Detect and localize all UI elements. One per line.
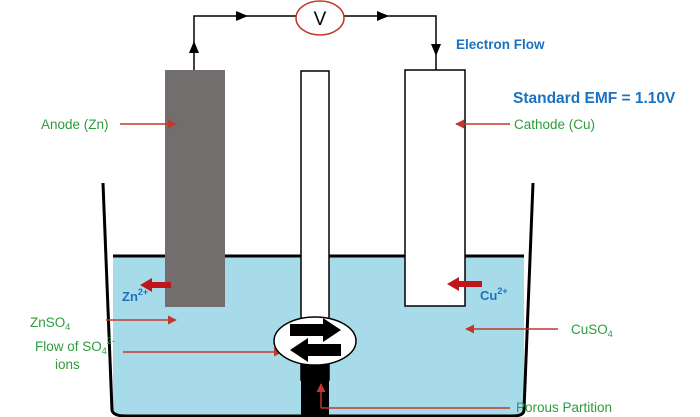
cuso4-main: CuSO	[571, 322, 608, 337]
wire-arrow-right-1	[236, 11, 248, 21]
flow-label-sup: 2-	[107, 336, 115, 346]
cuso4-label: CuSO4	[571, 322, 613, 339]
flow-label-line2: ions	[55, 357, 80, 372]
zn-ion-charge: 2+	[138, 287, 148, 297]
voltmeter-label: V	[314, 9, 327, 30]
znso4-sub: 4	[65, 322, 70, 332]
cuso4-sub: 4	[608, 329, 613, 339]
ion-flow-arrow-left	[290, 338, 341, 362]
zn-ion-arrow	[140, 278, 171, 292]
cu-ion-arrow	[447, 277, 482, 291]
anode-electrode	[165, 70, 225, 307]
flow-label-sub: 4	[102, 346, 107, 356]
porous-partition-label: Porous Partition	[516, 400, 612, 415]
zn-ion-symbol: Zn	[122, 289, 138, 304]
wire-arrow-right-2	[377, 11, 389, 21]
wire-arrow-down	[431, 44, 441, 56]
electron-flow-label: Electron Flow	[456, 37, 545, 52]
zn-ion-label: Zn2+	[122, 287, 148, 304]
ion-flow-arrow-right	[290, 318, 341, 342]
cathode-label: Cathode (Cu)	[514, 117, 595, 132]
voltmeter	[295, 0, 345, 36]
znso4-main: ZnSO	[30, 315, 65, 330]
cu-ion-symbol: Cu	[480, 288, 497, 303]
emf-label: Standard EMF = 1.10V	[513, 90, 676, 107]
flow-label: Flow of SO42-	[35, 336, 115, 356]
wire-arrow-up	[189, 41, 199, 53]
flow-label-prefix: Flow of SO	[35, 339, 102, 354]
anode-label: Anode (Zn)	[41, 117, 109, 132]
cu-ion-charge: 2+	[497, 286, 507, 296]
znso4-label: ZnSO4	[30, 315, 70, 332]
cu-ion-label: Cu2+	[480, 286, 508, 303]
cathode-electrode	[404, 69, 466, 307]
